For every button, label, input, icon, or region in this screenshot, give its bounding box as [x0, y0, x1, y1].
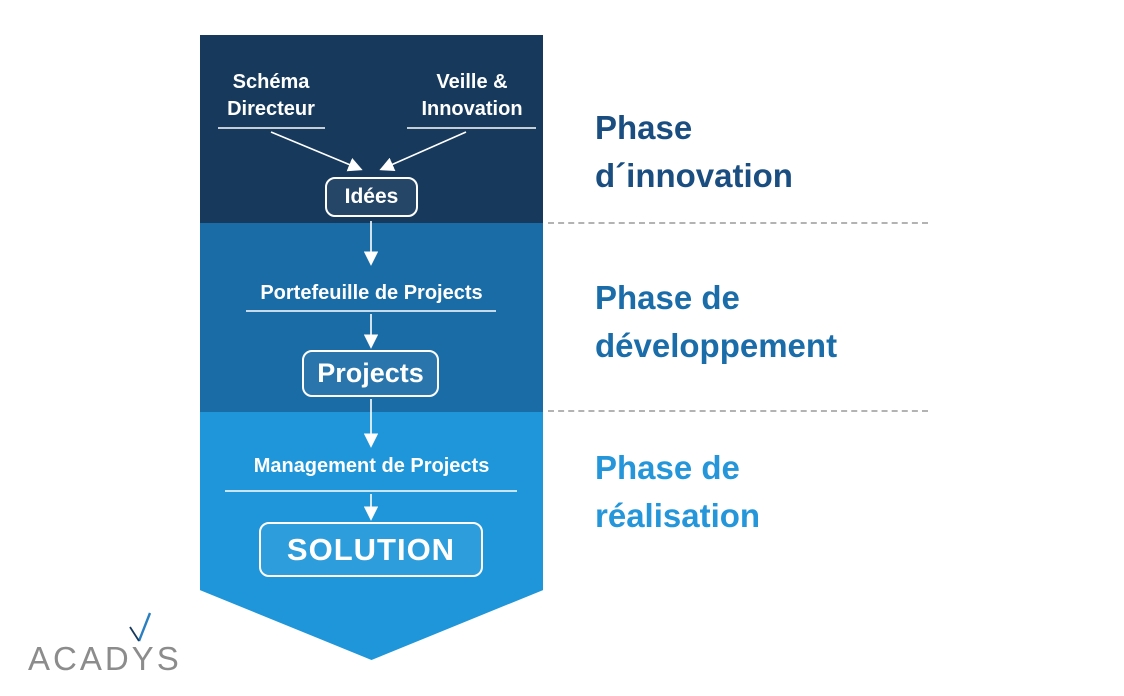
phase-title-innovation: Phase d´innovation	[595, 109, 793, 194]
idees-box-label: Idées	[344, 185, 399, 208]
management-label: Management de Projects	[253, 455, 490, 477]
solution-box: SOLUTION	[259, 522, 483, 577]
funnel: Schéma Directeur Veille & Innovation Idé…	[200, 35, 543, 660]
separator-dashed-2	[548, 410, 928, 412]
acadys-logo: ACADYS	[28, 640, 182, 677]
solution-box-label: SOLUTION	[286, 531, 456, 567]
portefeuille-label: Portefeuille de Projects	[260, 282, 483, 304]
veille-innovation-label: Veille & Innovation	[421, 71, 523, 120]
logo-accent-icon	[129, 612, 152, 642]
phase-title-developpement: Phase de développement	[595, 279, 838, 364]
phase-innovation-section	[200, 35, 543, 223]
schema-directeur-label: Schéma Directeur	[227, 71, 315, 120]
phase-title-realisation: Phase de réalisation	[595, 449, 761, 534]
idees-box: Idées	[325, 177, 418, 217]
projects-box: Projects	[302, 350, 439, 397]
separator-dashed-1	[548, 222, 928, 224]
projects-box-label: Projects	[317, 358, 424, 388]
